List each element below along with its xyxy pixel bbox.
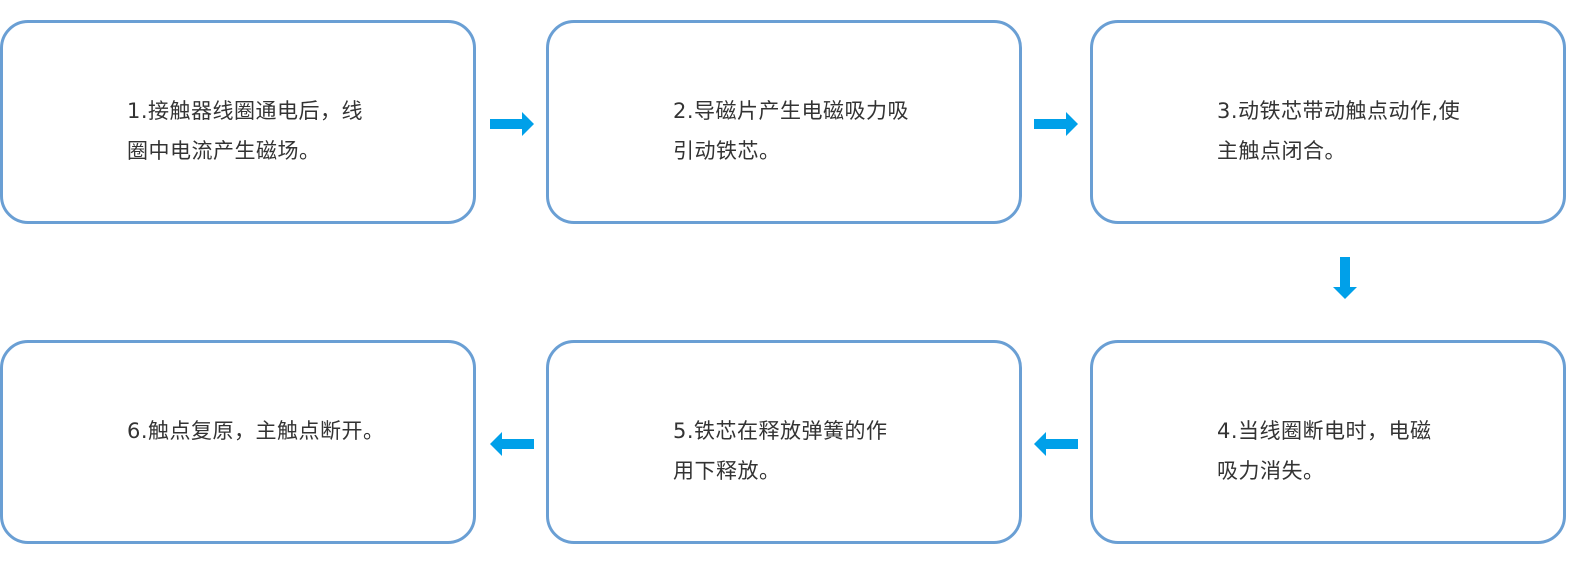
step-box-5: 5.铁芯在释放弹簧的作 用下释放。 <box>546 340 1022 544</box>
arrow-left-4-to-5 <box>1034 432 1078 456</box>
step-text-5: 5.铁芯在释放弹簧的作 用下释放。 <box>673 411 963 491</box>
step-1-line-2: 圈中电流产生磁场。 <box>127 139 321 163</box>
step-box-3: 3.动铁芯带动触点动作,使 主触点闭合。 <box>1090 20 1566 224</box>
step-box-2: 2.导磁片产生电磁吸力吸 引动铁芯。 <box>546 20 1022 224</box>
step-text-2: 2.导磁片产生电磁吸力吸 引动铁芯。 <box>673 91 963 171</box>
step-3-line-2: 主触点闭合。 <box>1217 139 1346 163</box>
arrow-down-3-to-4 <box>1333 257 1357 299</box>
step-box-4: 4.当线圈断电时，电磁 吸力消失。 <box>1090 340 1566 544</box>
step-6-line-1: 6.触点复原，主触点断开。 <box>127 419 385 443</box>
arrow-right-2-to-3 <box>1034 112 1078 136</box>
step-text-1: 1.接触器线圈通电后，线 圈中电流产生磁场。 <box>127 91 417 171</box>
step-2-line-1: 2.导磁片产生电磁吸力吸 <box>673 99 910 123</box>
step-2-line-2: 引动铁芯。 <box>673 139 781 163</box>
arrow-left-5-to-6 <box>490 432 534 456</box>
step-5-line-2: 用下释放。 <box>673 459 781 483</box>
step-text-6: 6.触点复原，主触点断开。 <box>127 411 447 451</box>
step-4-line-2: 吸力消失。 <box>1217 459 1325 483</box>
step-3-line-1: 3.动铁芯带动触点动作,使 <box>1217 99 1461 123</box>
step-4-line-1: 4.当线圈断电时，电磁 <box>1217 419 1432 443</box>
step-box-1: 1.接触器线圈通电后，线 圈中电流产生磁场。 <box>0 20 476 224</box>
step-text-3: 3.动铁芯带动触点动作,使 主触点闭合。 <box>1217 91 1517 171</box>
arrow-right-1-to-2 <box>490 112 534 136</box>
step-5-line-1: 5.铁芯在释放弹簧的作 <box>673 419 888 443</box>
step-text-4: 4.当线圈断电时，电磁 吸力消失。 <box>1217 411 1507 491</box>
step-box-6: 6.触点复原，主触点断开。 <box>0 340 476 544</box>
step-1-line-1: 1.接触器线圈通电后，线 <box>127 99 364 123</box>
